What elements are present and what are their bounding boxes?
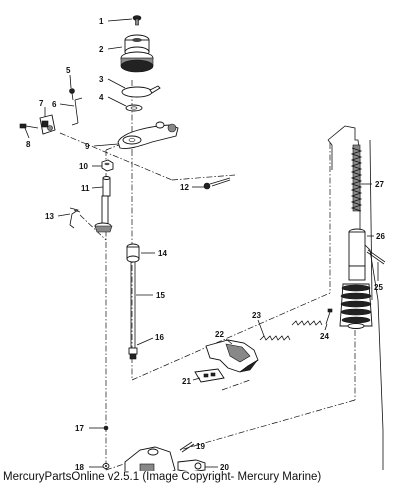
part-8-bolt xyxy=(19,123,39,129)
callout-11: 11 xyxy=(81,184,90,193)
part-16-fitting xyxy=(128,347,138,360)
part-21-pad xyxy=(194,368,225,383)
shaft-coupling xyxy=(94,195,113,233)
part-19-pin xyxy=(179,441,195,453)
part-3-plate xyxy=(121,85,161,98)
callout-6: 6 xyxy=(52,100,57,109)
part-13-clip xyxy=(69,207,81,229)
leader-lines xyxy=(24,18,379,468)
part-20-lever xyxy=(177,459,206,473)
callout-14: 14 xyxy=(158,249,167,258)
part-18-washer xyxy=(102,463,110,469)
callout-5: 5 xyxy=(66,66,71,75)
assembly-lines xyxy=(59,80,356,471)
callout-25: 25 xyxy=(374,283,383,292)
callout-19: 19 xyxy=(196,442,205,451)
part-5-screw xyxy=(69,88,75,101)
callout-26: 26 xyxy=(376,232,385,241)
part-27-spring xyxy=(350,144,363,212)
part-14-collar xyxy=(126,243,140,263)
part-9-lever-arm xyxy=(117,121,179,149)
callout-16: 16 xyxy=(155,333,164,342)
callout-18: 18 xyxy=(75,463,84,472)
callout-23: 23 xyxy=(252,311,261,320)
callout-20: 20 xyxy=(220,463,229,472)
callout-21: 21 xyxy=(182,377,191,386)
callout-24: 24 xyxy=(320,332,329,341)
part-7-bracket xyxy=(39,114,56,135)
part-22-handle xyxy=(205,339,259,373)
callout-2: 2 xyxy=(99,45,104,54)
callout-10: 10 xyxy=(79,162,88,171)
callout-17: 17 xyxy=(75,424,84,433)
image-caption: MercuryPartsOnline v2.5.1 (Image Copyrig… xyxy=(3,471,322,483)
part-4-washer xyxy=(125,104,143,112)
callout-3: 3 xyxy=(99,75,104,84)
callout-7: 7 xyxy=(39,99,44,108)
part-10-nut xyxy=(101,159,114,172)
callout-22: 22 xyxy=(215,330,224,339)
part-24-screw xyxy=(325,308,333,325)
part-17-pin xyxy=(103,425,109,431)
callout-12: 12 xyxy=(180,183,189,192)
callout-9: 9 xyxy=(85,142,90,151)
part-25-pin xyxy=(366,249,386,265)
callout-4: 4 xyxy=(99,93,104,102)
part-15-shaft xyxy=(130,262,136,348)
callout-1: 1 xyxy=(99,17,104,26)
part-6-link xyxy=(71,97,83,126)
part-12-screw xyxy=(203,177,231,190)
part-2-bearing xyxy=(120,34,154,73)
callout-27: 27 xyxy=(375,180,384,189)
callout-13: 13 xyxy=(45,212,54,221)
part-1-screw xyxy=(132,15,142,26)
callout-15: 15 xyxy=(156,291,165,300)
callout-labels: 1 2 3 4 5 6 7 8 9 10 11 12 13 14 15 16 1… xyxy=(26,17,385,472)
part-26-plunger xyxy=(339,228,373,329)
part-23-springs xyxy=(259,320,323,341)
part-11-sleeve xyxy=(102,176,111,197)
callout-8: 8 xyxy=(26,140,31,149)
